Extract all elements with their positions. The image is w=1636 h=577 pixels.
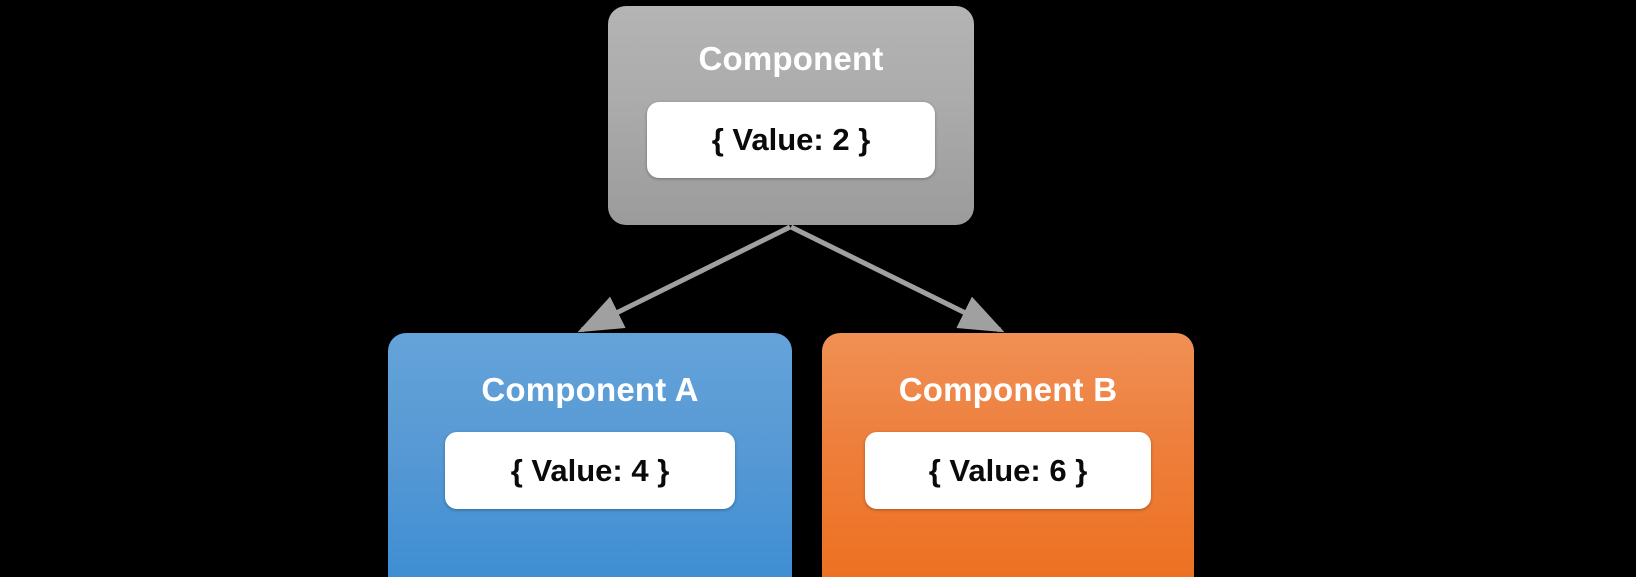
node-component-a[interactable]: Component A { Value: 4 }: [388, 333, 792, 577]
value-text-component-b: { Value: 6 }: [928, 452, 1088, 488]
value-text-component-a: { Value: 4 }: [510, 452, 670, 488]
value-chip-component-a[interactable]: { Value: 4 }: [445, 432, 735, 509]
node-component-b[interactable]: Component B { Value: 6 }: [822, 333, 1194, 577]
node-title-component-b: Component B: [898, 371, 1118, 408]
value-chip-component-b[interactable]: { Value: 6 }: [865, 432, 1151, 509]
node-title-component-a: Component A: [481, 371, 699, 408]
node-component-parent[interactable]: Component { Value: 2 }: [608, 6, 974, 225]
edge-parent-to-child-a: [577, 224, 792, 333]
value-chip-parent[interactable]: { Value: 2 }: [647, 102, 935, 178]
edge-parent-to-child-b: [789, 224, 1005, 333]
node-title-parent: Component: [698, 40, 884, 77]
value-text-parent: { Value: 2 }: [711, 122, 871, 157]
